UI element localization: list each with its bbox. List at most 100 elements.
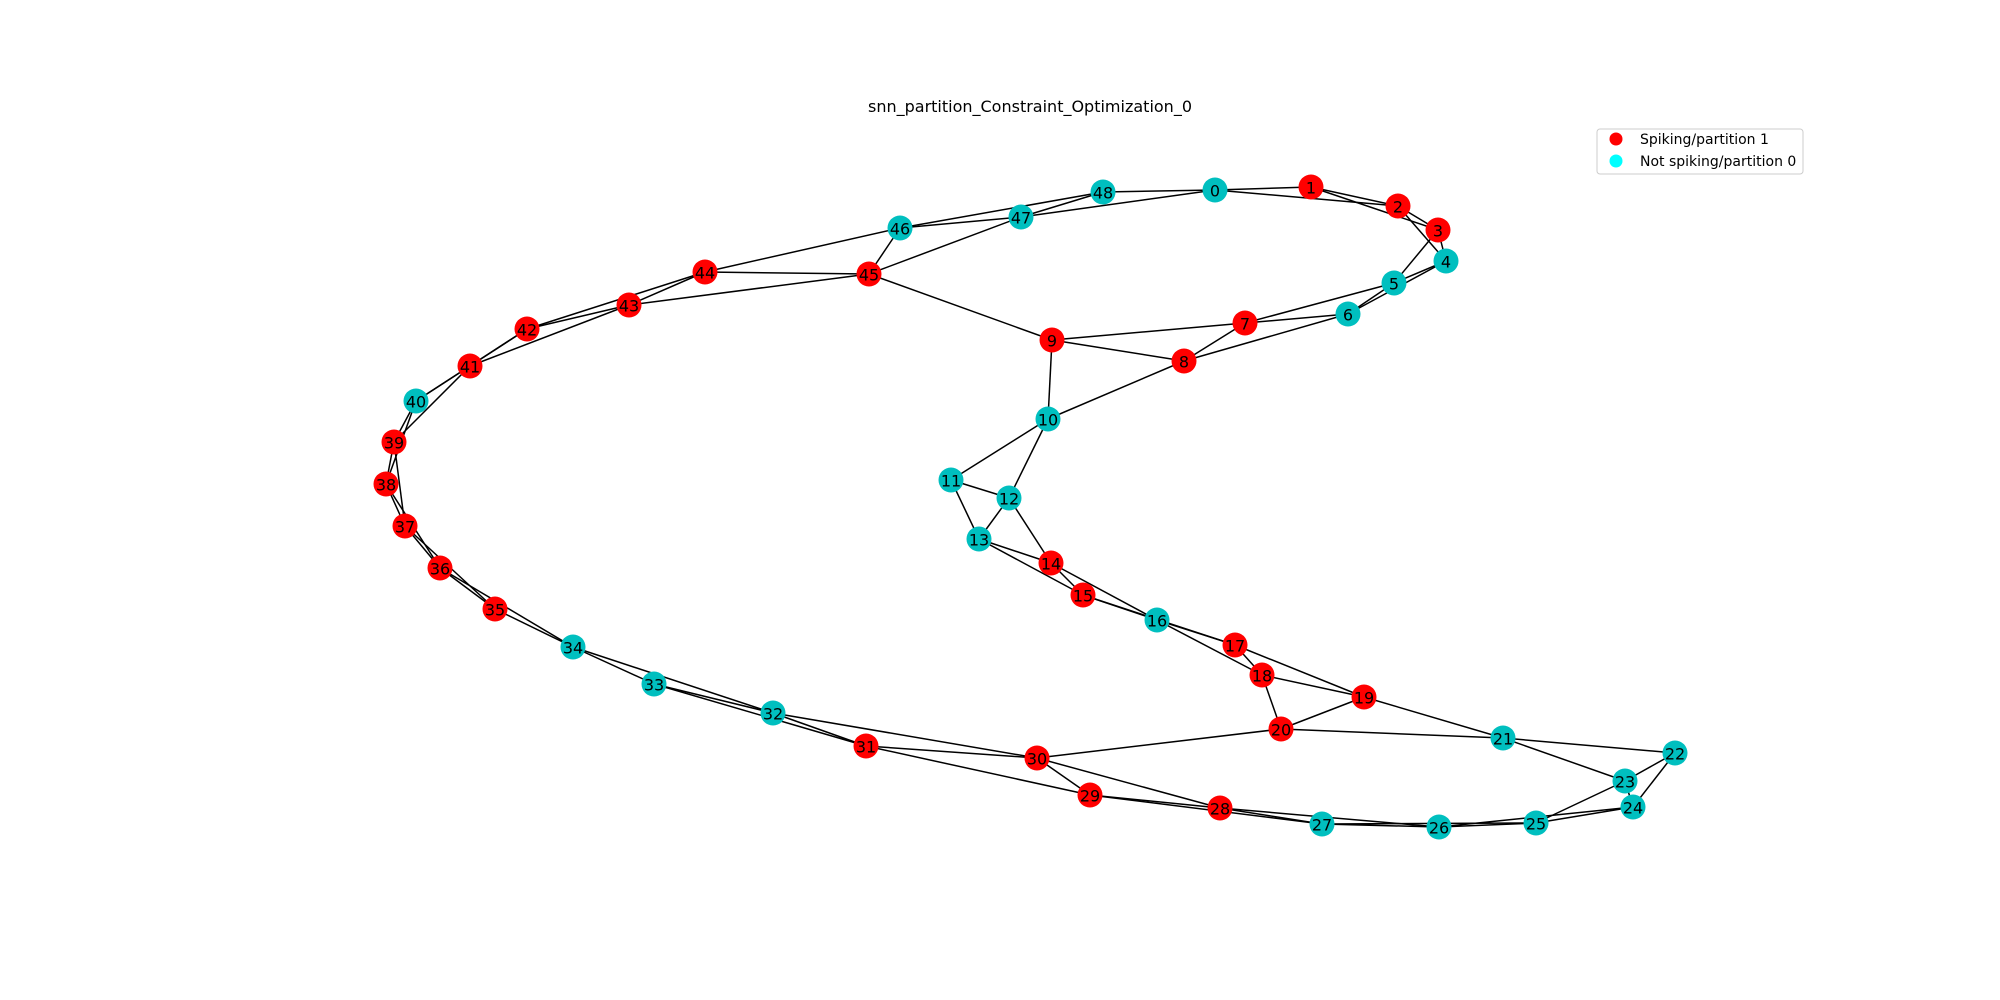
- node-label: 21: [1493, 730, 1513, 749]
- node-46: 46: [887, 215, 913, 241]
- edge-1-2: [1310, 186, 1399, 207]
- edge-43-45: [628, 273, 870, 306]
- node-28: 28: [1207, 795, 1233, 821]
- node-circle: [514, 316, 540, 342]
- node-label: 25: [1526, 815, 1546, 834]
- node-27: 27: [1309, 811, 1335, 837]
- node-label: 42: [517, 321, 537, 340]
- edge-14-16: [1050, 562, 1158, 621]
- edge-19-21: [1363, 696, 1504, 739]
- node-circle: [887, 215, 913, 241]
- node-circle: [996, 485, 1022, 511]
- node-label: 13: [969, 531, 989, 550]
- node-6: 6: [1335, 301, 1361, 327]
- edge-41-43: [469, 304, 630, 367]
- node-circle: [1523, 810, 1549, 836]
- node-circle: [1309, 811, 1335, 837]
- node-label: 23: [1615, 773, 1635, 792]
- node-circle: [1662, 740, 1688, 766]
- edge-9-10: [1047, 339, 1053, 420]
- edge-12-14: [1008, 497, 1052, 564]
- node-circle: [692, 259, 718, 285]
- node-34: 34: [560, 634, 586, 660]
- node-circle: [1024, 745, 1050, 771]
- node-circle: [1490, 725, 1516, 751]
- node-label: 35: [485, 601, 505, 620]
- node-33: 33: [641, 671, 667, 697]
- node-2: 2: [1385, 193, 1411, 219]
- edge-31-32: [772, 712, 867, 747]
- node-circle: [641, 671, 667, 697]
- node-label: 33: [644, 676, 664, 695]
- node-label: 9: [1047, 332, 1057, 351]
- node-circle: [1425, 217, 1451, 243]
- node-circle: [392, 513, 418, 539]
- node-label: 11: [941, 472, 961, 491]
- node-11: 11: [938, 467, 964, 493]
- node-circle: [1077, 782, 1103, 808]
- edge-0-1: [1214, 186, 1312, 191]
- node-circle: [856, 261, 882, 287]
- node-label: 44: [695, 264, 715, 283]
- node-label: 45: [859, 266, 879, 285]
- node-circle: [1249, 662, 1275, 688]
- node-37: 37: [392, 513, 418, 539]
- node-13: 13: [966, 526, 992, 552]
- node-26: 26: [1426, 814, 1452, 840]
- edge-31-33: [653, 683, 867, 747]
- node-circle: [1426, 814, 1452, 840]
- legend-marker-not-spiking: [1609, 154, 1623, 168]
- node-circle: [1202, 177, 1228, 203]
- node-label: 40: [406, 393, 426, 412]
- node-4: 4: [1433, 248, 1459, 274]
- node-25: 25: [1523, 810, 1549, 836]
- edge-39-41: [393, 365, 471, 443]
- edge-43-44: [628, 271, 706, 306]
- node-label: 0: [1210, 182, 1220, 201]
- node-circle: [1620, 794, 1646, 820]
- node-label: 19: [1354, 689, 1374, 708]
- node-label: 26: [1429, 819, 1449, 838]
- node-label: 16: [1147, 612, 1167, 631]
- node-14: 14: [1038, 550, 1064, 576]
- edge-30-32: [772, 712, 1038, 759]
- edge-21-23: [1502, 737, 1626, 782]
- node-circle: [1038, 550, 1064, 576]
- edge-17-19: [1234, 644, 1365, 698]
- edge-0-47: [1020, 189, 1216, 218]
- node-5: 5: [1381, 270, 1407, 296]
- node-circle: [1171, 348, 1197, 374]
- node-label: 24: [1623, 799, 1643, 818]
- edge-5-7: [1244, 282, 1395, 324]
- node-circle: [1070, 582, 1096, 608]
- node-9: 9: [1039, 327, 1065, 353]
- node-circle: [1090, 179, 1116, 205]
- node-15: 15: [1070, 582, 1096, 608]
- edge-6-7: [1244, 313, 1349, 324]
- node-label: 7: [1240, 315, 1250, 334]
- node-circle: [1207, 795, 1233, 821]
- node-circle: [1351, 684, 1377, 710]
- node-circle: [1144, 607, 1170, 633]
- node-label: 8: [1179, 353, 1189, 372]
- node-label: 28: [1210, 800, 1230, 819]
- node-circle: [1039, 327, 1065, 353]
- node-30: 30: [1024, 745, 1050, 771]
- edge-45-47: [868, 216, 1022, 275]
- node-circle: [457, 353, 483, 379]
- edge-24-25: [1535, 806, 1634, 824]
- edge-16-18: [1156, 619, 1263, 676]
- node-circle: [560, 634, 586, 660]
- node-20: 20: [1268, 716, 1294, 742]
- edge-28-30: [1036, 757, 1221, 809]
- node-circle: [1612, 768, 1638, 794]
- node-29: 29: [1077, 782, 1103, 808]
- node-21: 21: [1490, 725, 1516, 751]
- node-47: 47: [1008, 204, 1034, 230]
- node-0: 0: [1202, 177, 1228, 203]
- legend: Spiking/partition 1 Not spiking/partitio…: [1596, 128, 1804, 175]
- edge-42-44: [526, 271, 706, 330]
- edge-32-34: [572, 646, 774, 714]
- node-45: 45: [856, 261, 882, 287]
- node-label: 18: [1252, 667, 1272, 686]
